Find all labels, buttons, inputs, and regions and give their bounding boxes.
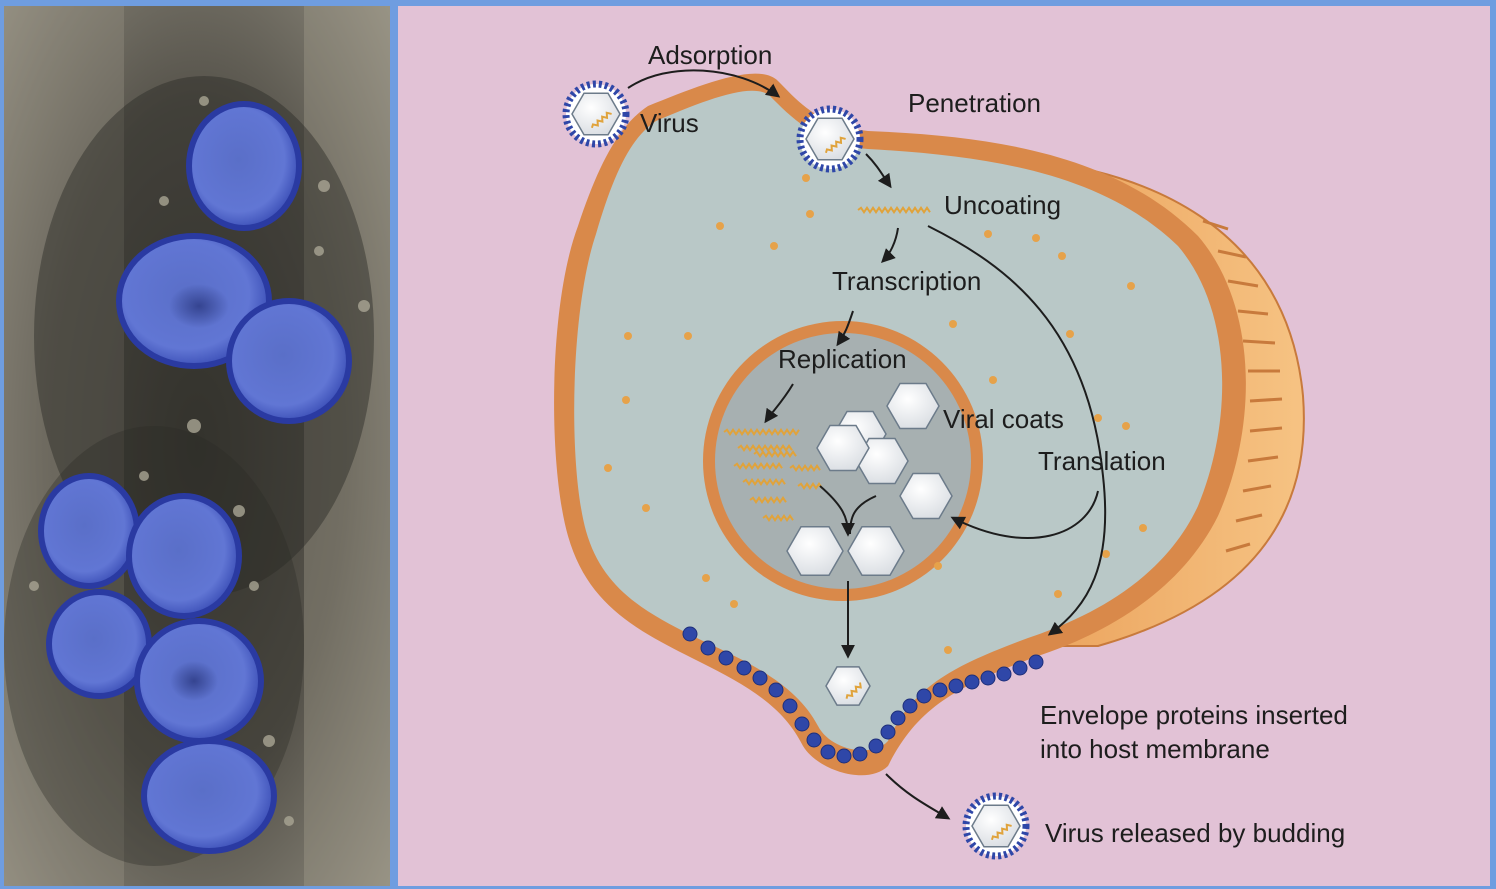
label-uncoating: Uncoating: [944, 190, 1061, 220]
virion-particle: [129, 496, 239, 616]
label-penetration: Penetration: [908, 88, 1041, 118]
label-envelope-line1: Envelope proteins inserted: [1040, 700, 1348, 730]
label-virus: Virus: [640, 108, 699, 138]
virion-particle: [144, 741, 274, 851]
virion-particle: [189, 104, 299, 228]
virion-particle: [137, 621, 261, 741]
virus-particle: [566, 84, 626, 144]
virion-particle: [49, 592, 149, 696]
label-release: Virus released by budding: [1045, 818, 1345, 848]
virion-particle: [229, 301, 349, 421]
label-replication: Replication: [778, 344, 907, 374]
electron-micrograph: [4, 6, 390, 886]
label-translation: Translation: [1038, 446, 1166, 476]
label-envelope-line2: into host membrane: [1040, 734, 1270, 764]
label-transcription: Transcription: [832, 266, 981, 296]
released-virus: [966, 796, 1026, 856]
replication-cycle-diagram: Adsorption Virus Penetration Uncoating T…: [398, 6, 1490, 886]
label-viral-coats: Viral coats: [943, 404, 1064, 434]
label-adsorption: Adsorption: [648, 40, 772, 70]
virion-particle: [41, 476, 137, 586]
